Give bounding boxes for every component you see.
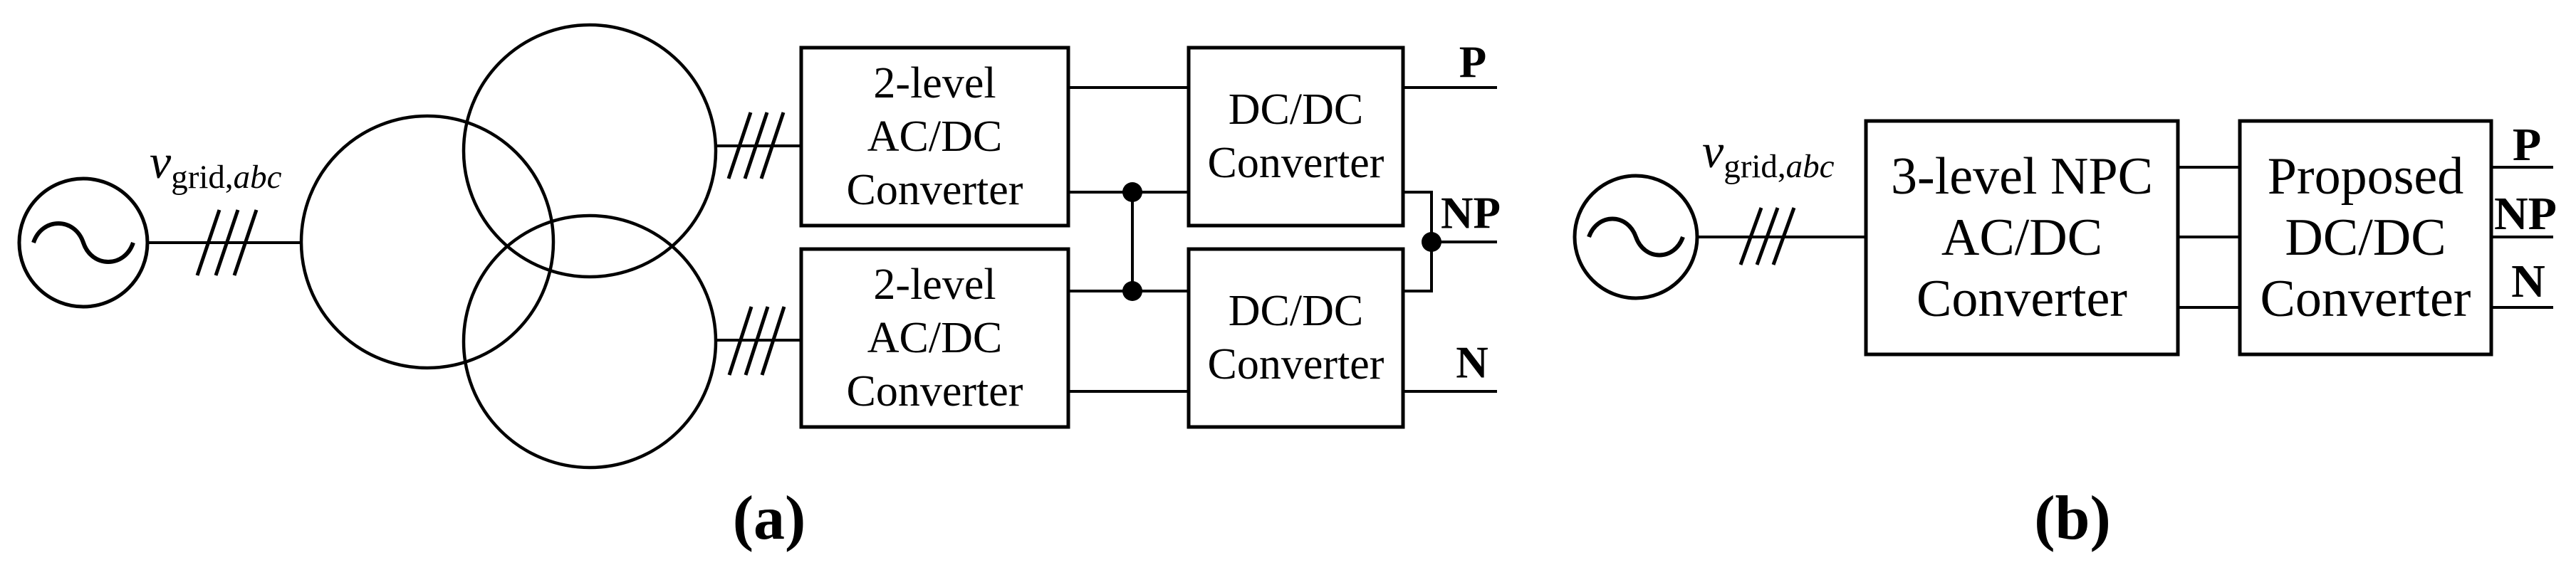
terminal-label-np: NP [1441, 188, 1501, 238]
terminal-label-p: P [2512, 119, 2542, 171]
three-phase-slash-icon [1738, 207, 1796, 265]
dc-link-wires [1068, 86, 1189, 393]
ac-source-icon [1573, 174, 1699, 300]
transformer-secondary-winding-top [462, 23, 718, 279]
terminal-label-p: P [1459, 37, 1487, 88]
subscript-grid: grid, [171, 159, 234, 196]
transformer-secondary-winding-bottom [462, 213, 718, 470]
dcdc-top-box-outline [1187, 46, 1405, 228]
subscript-grid: grid, [1724, 148, 1786, 185]
three-phase-slash-icon [195, 209, 259, 276]
transformer-primary-winding [299, 114, 556, 370]
subscript-phases: abc [233, 159, 282, 196]
grid-voltage-label: vgrid,abc [1702, 127, 1835, 184]
diagram-b-art [1573, 119, 2553, 357]
npc-box-outline [1864, 119, 2180, 357]
ac-source-icon [17, 176, 150, 309]
terminal-label-n: N [2511, 255, 2545, 307]
acdc-top-box-outline [799, 46, 1070, 228]
acdc-bottom-box-outline [799, 247, 1070, 429]
proposed-box-outline [2238, 119, 2493, 357]
caption-a: (a) [732, 484, 806, 553]
junction-dot [1122, 281, 1142, 301]
dcdc-bottom-box-outline [1187, 247, 1405, 429]
diagram-a-art [17, 23, 1497, 470]
sine-wave-icon [1587, 216, 1685, 258]
three-phase-slash-icon [726, 112, 786, 179]
sine-wave-icon [31, 221, 135, 264]
junction-dot [1122, 182, 1142, 202]
three-winding-transformer-icon [299, 23, 718, 470]
caption-b: (b) [2034, 484, 2111, 553]
terminal-label-np: NP [2494, 188, 2557, 240]
grid-voltage-label: vgrid,abc [150, 137, 282, 194]
voltage-symbol: v [150, 134, 172, 189]
voltage-symbol: v [1702, 124, 1724, 178]
terminal-label-n: N [1456, 337, 1488, 388]
three-phase-slash-icon [727, 306, 786, 376]
subscript-phases: abc [1785, 148, 1835, 185]
dc-link-wires [2178, 166, 2240, 309]
